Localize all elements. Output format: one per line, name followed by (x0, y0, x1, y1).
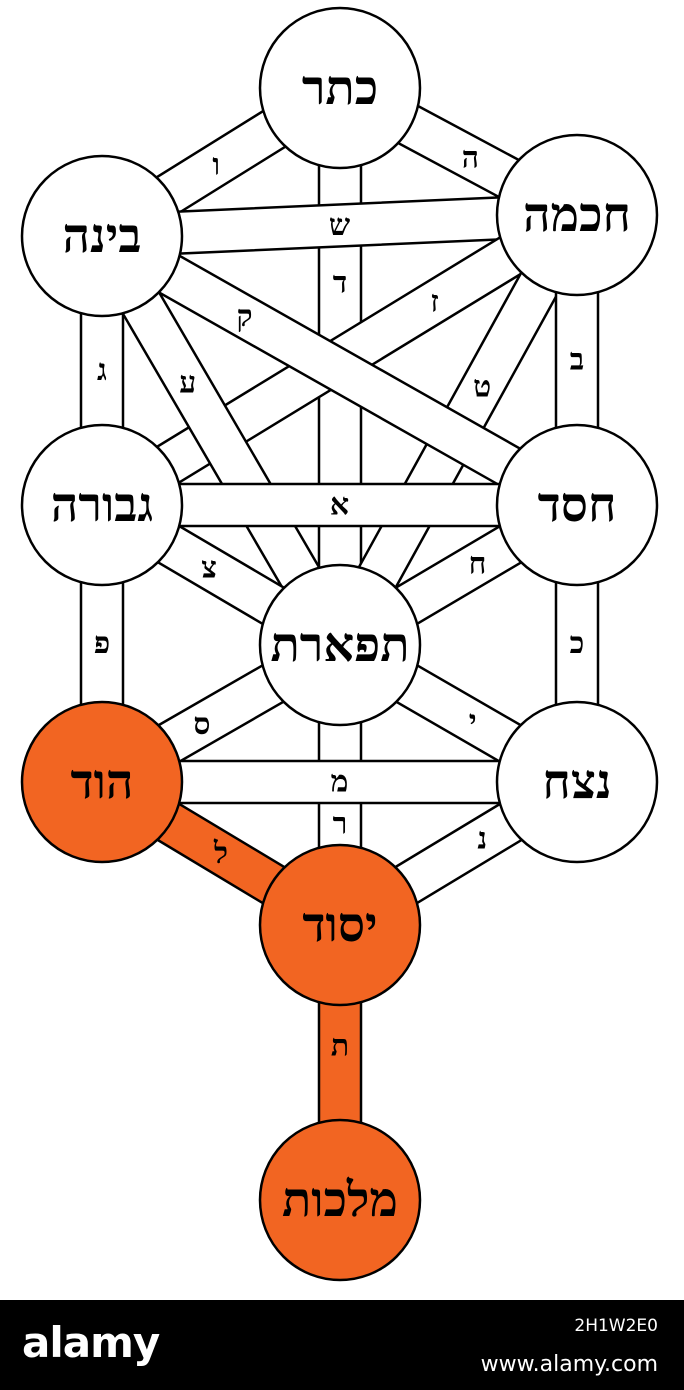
sephira-label-chokhmah: חכמה (523, 187, 631, 243)
alamy-logo: alamy (22, 1318, 160, 1367)
watermark-bar: alamy 2H1W2E0 www.alamy.com (0, 1300, 684, 1390)
sephira-circle-chesed (495, 423, 659, 587)
sephira-circle-netzach (495, 700, 659, 864)
path-letter-chesed-netzach: כ (570, 626, 585, 661)
sephira-gevurah: גבורה (20, 423, 184, 587)
sephira-circle-binah (20, 154, 184, 318)
path-letter-keter-chokhmah: ה (462, 140, 479, 175)
sephira-label-malkhut: מלכות (282, 1172, 398, 1228)
sephira-yesod: יסוד (258, 843, 422, 1007)
sephira-label-tiferet: תפארת (270, 617, 409, 673)
path-letter-gevurah-tiferet: צ (201, 551, 217, 586)
path-letter-chokhmah-gevurah: ז (430, 285, 438, 320)
path-letter-tiferet-hod: ס (193, 707, 210, 742)
sephira-circle-gevurah (20, 423, 184, 587)
sephira-label-hod: הוד (71, 754, 134, 810)
path-letter-chokhmah-chesed: ב (570, 343, 584, 378)
watermark-info: 2H1W2E0 www.alamy.com (481, 1316, 658, 1377)
path-letter-netzach-hod: מ (331, 765, 349, 800)
sephira-circle-hod (20, 700, 184, 864)
sephira-hod: הוד (20, 700, 184, 864)
image-code: 2H1W2E0 (574, 1316, 658, 1336)
path-letter-binah-tiferet: ע (179, 366, 196, 401)
sephira-binah: בינה (20, 154, 184, 318)
sephira-label-chesed: חסד (538, 477, 617, 533)
path-letter-keter-tiferet: ד (333, 265, 347, 300)
sephira-label-binah: בינה (63, 208, 142, 264)
sephira-label-gevurah: גבורה (51, 477, 153, 533)
sephira-circle-keter (258, 6, 422, 170)
path-letter-chokhmah-tiferet: ט (473, 370, 491, 405)
sephira-label-netzach: נצח (542, 754, 611, 810)
sephira-circle-malkhut (258, 1118, 422, 1282)
sephira-circle-tiferet (258, 563, 422, 727)
sephira-chokhmah: חכמה (495, 133, 659, 297)
path-letter-chesed-gevurah: א (330, 488, 349, 523)
sephira-label-yesod: יסוד (302, 897, 377, 953)
path-letter-chesed-tiferet: ח (469, 546, 487, 581)
path-letter-gevurah-hod: פ (94, 626, 110, 661)
watermark-url: www.alamy.com (480, 1352, 658, 1377)
path-letter-yesod-malkhut: ת (331, 1029, 349, 1064)
sephira-netzach: נצח (495, 700, 659, 864)
sephira-malkhut: מלכות (258, 1118, 422, 1282)
path-letter-binah-chesed: ק (236, 299, 252, 334)
path-letter-hod-yesod: ל (213, 836, 228, 871)
path-letters-layer: ה ו דש ז ט ב ק ע ג א ח כ צ פ י ס רמ נ ל ת (94, 140, 585, 1063)
sephira-tiferet: תפארת (258, 563, 422, 727)
path-letter-binah-gevurah: ג (97, 353, 107, 388)
sephira-keter: כתר (258, 6, 422, 170)
path-letter-tiferet-netzach: י (469, 704, 477, 739)
sephira-chesed: חסד (495, 423, 659, 587)
sephira-circle-chokhmah (495, 133, 659, 297)
sephira-label-keter: כתר (302, 60, 378, 116)
path-letter-tiferet-yesod: ר (333, 807, 348, 842)
path-letter-netzach-yesod: נ (477, 822, 487, 857)
sephira-circle-yesod (258, 843, 422, 1007)
path-letter-chokhmah-binah: ש (329, 208, 350, 243)
path-letter-keter-binah: ו (212, 147, 220, 182)
